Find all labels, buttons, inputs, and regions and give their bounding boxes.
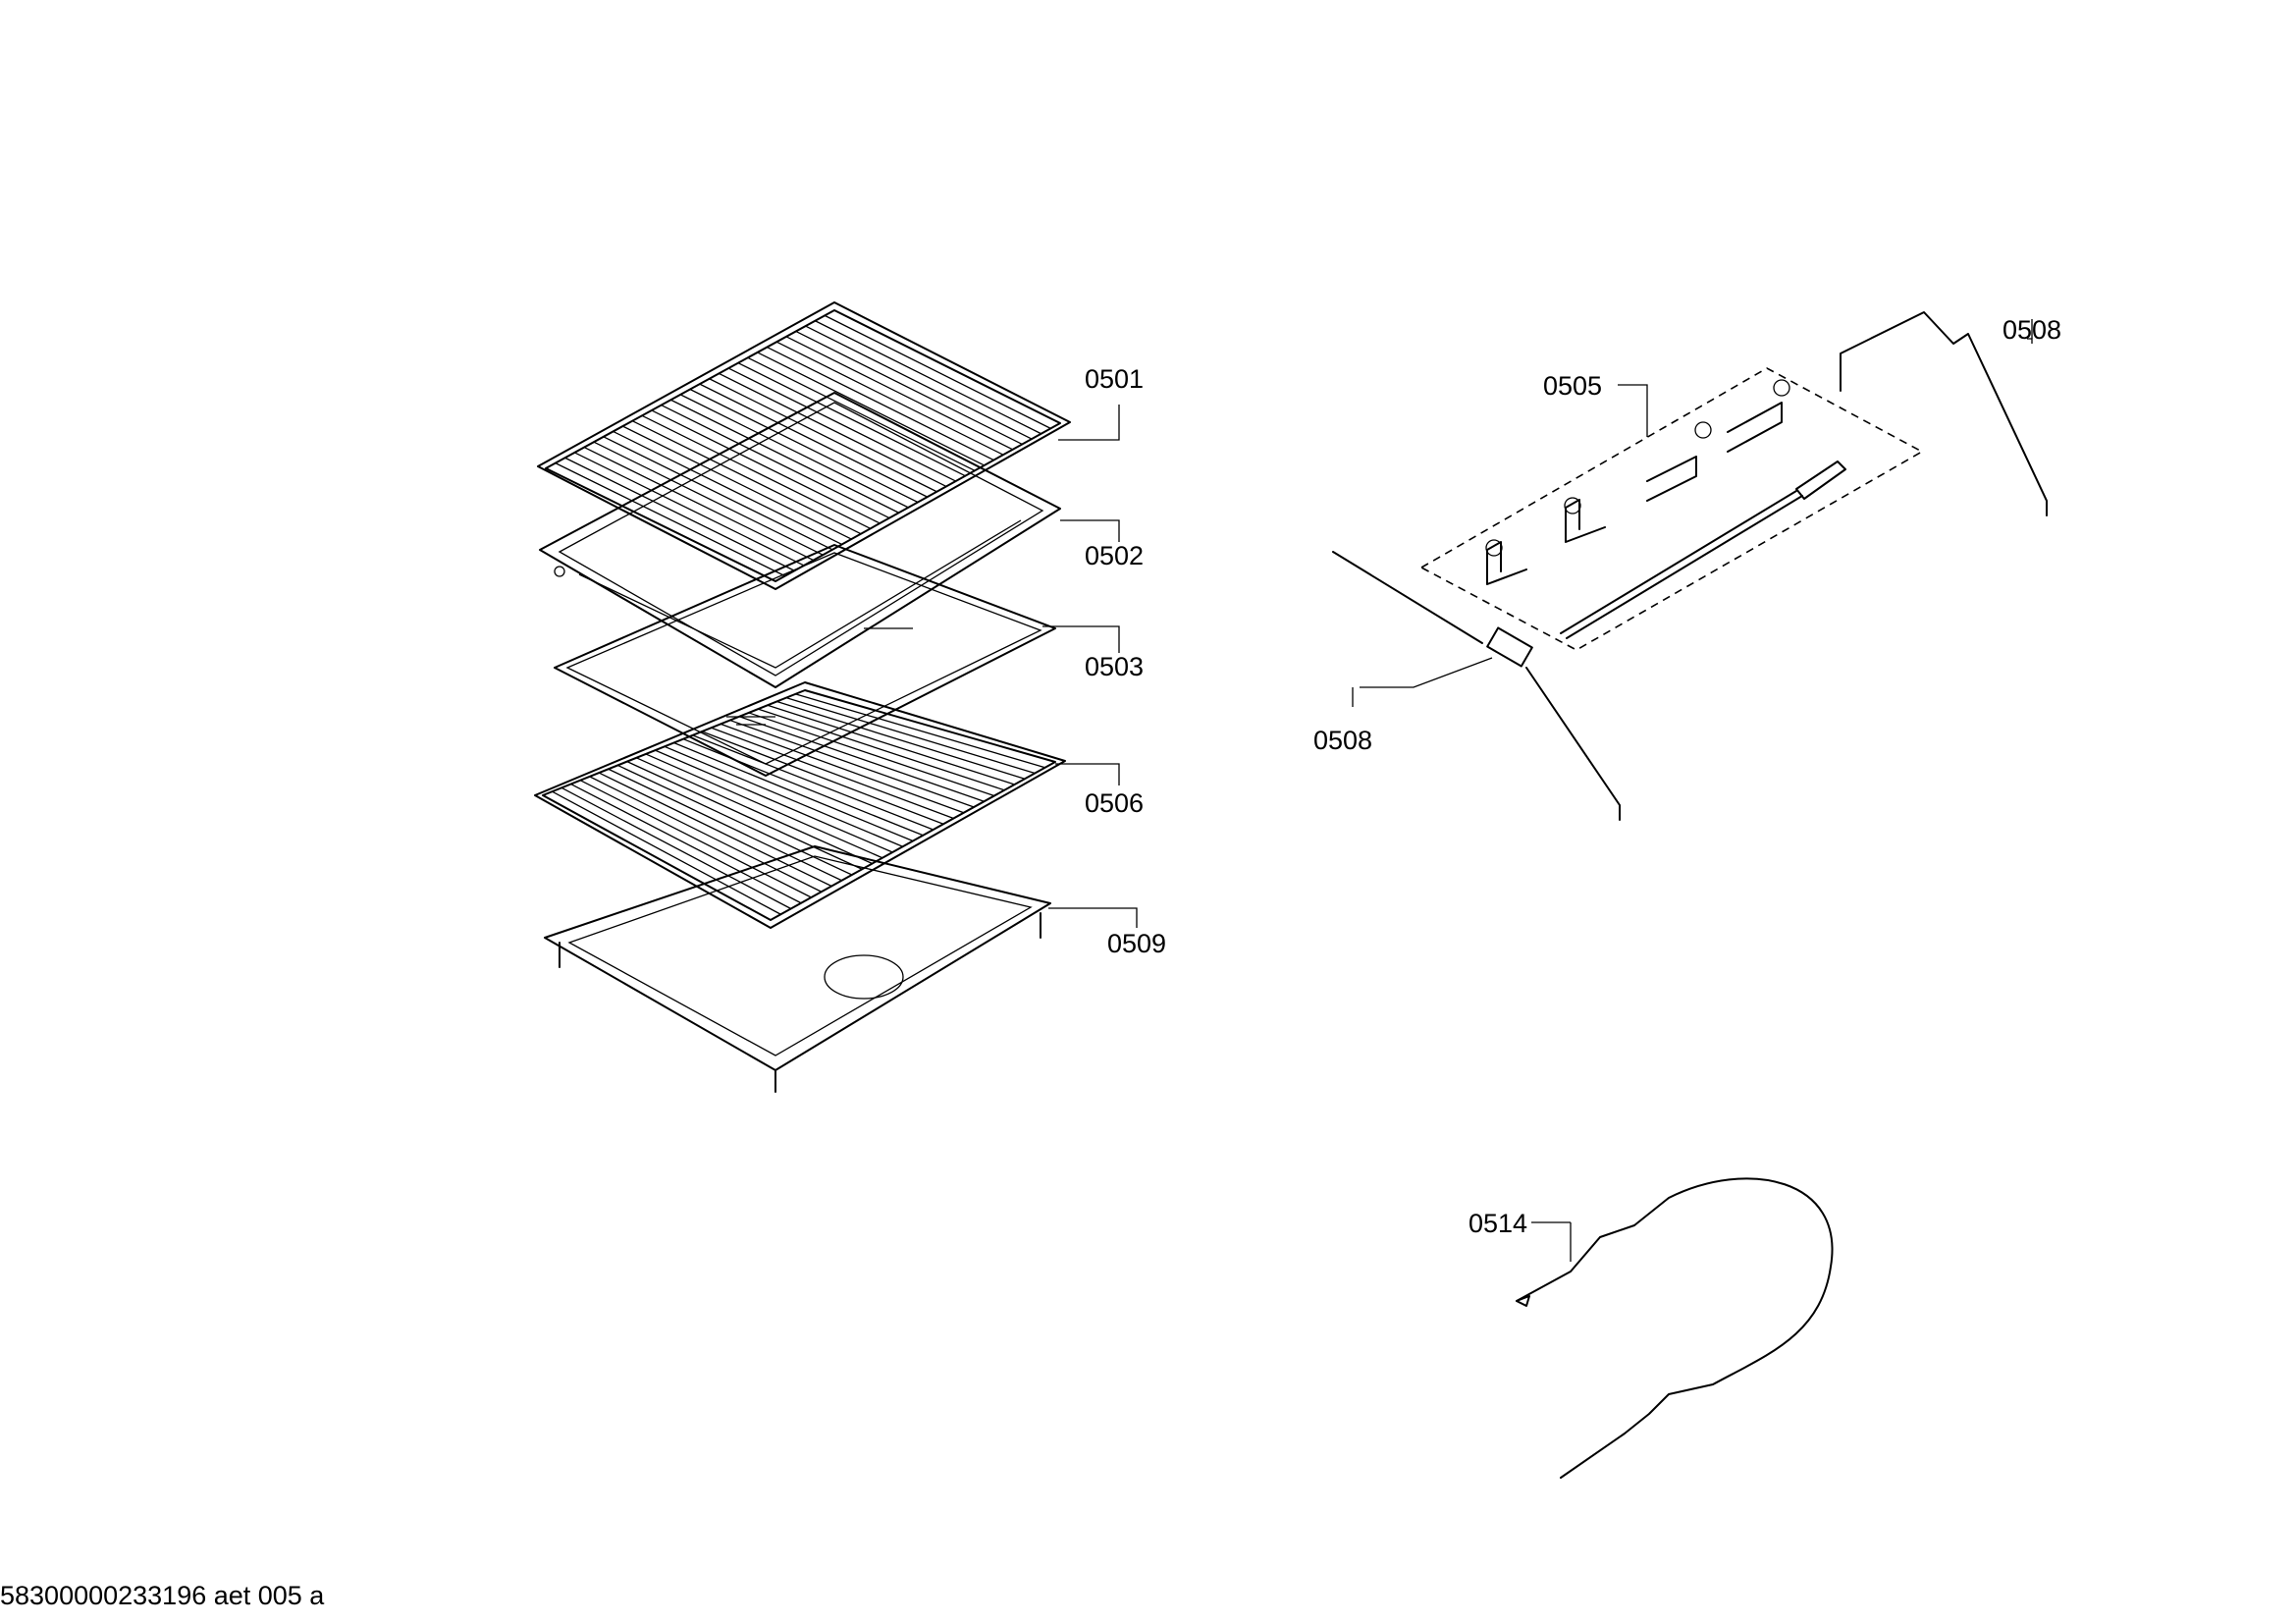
rack-wire <box>561 786 792 910</box>
leader-lines-right <box>1352 319 2033 707</box>
rack-wire <box>583 446 814 562</box>
rack-wire <box>555 462 785 577</box>
label-0502: 0502 <box>1085 541 1144 570</box>
label-0506: 0506 <box>1085 788 1144 818</box>
rack-wire <box>795 693 1045 769</box>
rack-wire <box>579 780 812 898</box>
rack-wire <box>699 383 928 498</box>
rack-wire <box>748 712 995 797</box>
rack-wire <box>692 734 934 831</box>
rack-wire <box>552 790 781 915</box>
rack-wire <box>679 394 909 509</box>
rack-wire <box>805 325 1033 440</box>
rack-wire <box>670 399 899 514</box>
rack-wire <box>641 414 871 529</box>
rack-wire <box>593 441 824 556</box>
bottom-tray-0509 <box>544 845 1051 1093</box>
rack-wire <box>747 356 976 471</box>
rack-wire <box>758 708 1005 791</box>
rack-wire <box>767 346 994 461</box>
rack-wire <box>589 776 823 893</box>
label-0505: 0505 <box>1543 371 1602 401</box>
rack-wire <box>737 362 966 477</box>
rack-wire <box>711 727 954 820</box>
rack-wire <box>775 341 1004 456</box>
rack-wire <box>608 768 842 882</box>
rack-wire <box>651 409 881 524</box>
rack-wire <box>682 738 924 837</box>
rack-wire <box>757 352 985 466</box>
rack-wire <box>785 336 1013 451</box>
rotisserie-set-0505 <box>1419 367 1924 651</box>
rack-wire <box>720 723 965 814</box>
rack-wire <box>661 405 890 519</box>
label-0501: 0501 <box>1085 364 1144 394</box>
rack-wire <box>767 704 1015 785</box>
rack-wire <box>636 757 873 865</box>
rack-wire <box>795 330 1023 446</box>
rack-wire <box>815 320 1041 435</box>
rack-wire <box>673 741 914 842</box>
rack-wire <box>785 697 1036 775</box>
rack-wire <box>689 388 919 504</box>
rack-wire <box>709 378 937 493</box>
wire-rack-0501 <box>537 301 1071 590</box>
label-0509: 0509 <box>1107 929 1166 958</box>
rack-wire <box>645 753 883 859</box>
meat-probe-0514 <box>1516 1177 1834 1479</box>
rack-wire <box>655 749 893 853</box>
deep-tray-0502 <box>539 392 1061 688</box>
rack-wire <box>739 716 985 802</box>
document-id: 58300000233196 aet 005 a <box>0 1581 325 1610</box>
rack-wire <box>603 436 833 551</box>
rack-wire <box>564 457 795 571</box>
rack-wire <box>719 372 947 487</box>
rack-wire <box>824 314 1051 429</box>
label-0503: 0503 <box>1085 652 1144 681</box>
part-labels: 0501 0502 0503 0506 0509 0505 0508 0508 … <box>1085 315 2061 1238</box>
leader-lines-left <box>1042 405 1138 928</box>
label-0508-top: 0508 <box>2002 315 2061 345</box>
rack-wire <box>574 452 805 567</box>
rack-wire <box>729 719 975 808</box>
rack-wire <box>570 783 802 904</box>
rack-wire <box>664 745 903 847</box>
label-0514: 0514 <box>1468 1209 1527 1238</box>
rack-wire <box>727 367 956 482</box>
rack-wire <box>701 731 944 825</box>
wire-rack-0506 <box>534 681 1066 929</box>
rack-wire <box>613 430 842 546</box>
label-0508-mid: 0508 <box>1313 726 1372 755</box>
rack-wire <box>631 420 862 535</box>
support-rod-0508 <box>1332 311 2048 821</box>
rack-wire <box>776 700 1026 780</box>
rack-wire <box>626 761 863 870</box>
rack-wire <box>622 425 852 540</box>
rack-wire <box>598 772 832 888</box>
